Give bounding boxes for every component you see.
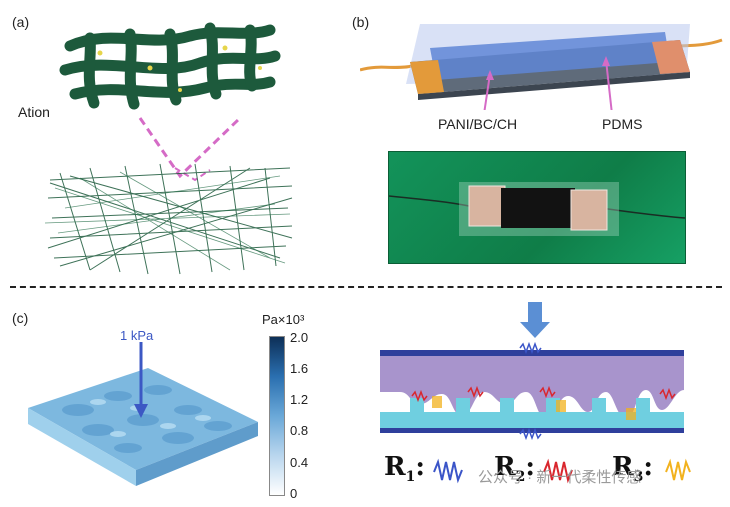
pdms-caption: PDMS	[602, 116, 643, 132]
pressure-label: 1 kPa	[120, 328, 154, 343]
colorbar	[269, 336, 285, 496]
r3-label: R3:	[612, 452, 653, 486]
colorbar-tick: 0.4	[290, 455, 309, 470]
colorbar-tick: 0	[290, 486, 298, 501]
r3-spring-icon	[665, 458, 691, 481]
colorbar-tick: 1.2	[290, 392, 309, 407]
colorbar-unit: Pa×10³	[262, 312, 305, 327]
r2-label: R2:	[494, 452, 535, 486]
panel-c-label: (c)	[12, 310, 29, 326]
sensor-photo-drawing	[388, 182, 686, 236]
r1-spring-icon	[433, 458, 463, 484]
sensor-photo	[388, 151, 686, 264]
colorbar-tick: 0.8	[290, 423, 309, 438]
section-divider	[10, 286, 722, 288]
colorbar-tick: 2.0	[290, 330, 309, 345]
pani-bc-ch-caption: PANI/BC/CH	[438, 116, 518, 132]
colorbar-tick: 1.6	[290, 361, 309, 376]
pressure-surface-illustration	[28, 342, 258, 486]
panel-a-label: (a)	[12, 14, 30, 30]
panel-b-label: (b)	[352, 14, 370, 30]
contact-mechanism-illustration	[380, 302, 684, 441]
r1-label: R1:	[384, 452, 425, 486]
sensor-device-illustration	[360, 24, 723, 110]
fiber-network-illustration	[44, 22, 293, 275]
r2-spring-icon	[543, 458, 573, 484]
watermark: 公众号 · 新一代柔性传感	[478, 469, 642, 486]
ation-callout: Ation	[18, 104, 50, 120]
